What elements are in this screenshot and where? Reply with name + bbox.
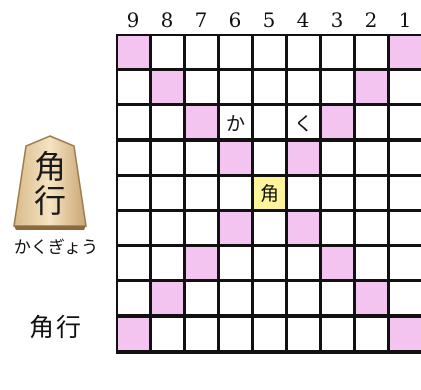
board-square bbox=[356, 212, 387, 244]
board-square bbox=[254, 71, 285, 104]
board-square bbox=[254, 36, 285, 68]
board-square bbox=[288, 282, 319, 315]
board-square bbox=[390, 176, 421, 209]
board-square bbox=[186, 282, 217, 315]
board-square bbox=[356, 36, 387, 68]
kakugyo-piece-icon: 角 行 bbox=[13, 135, 87, 230]
board-square bbox=[186, 141, 217, 174]
board-square bbox=[152, 36, 183, 68]
board-square bbox=[186, 176, 217, 209]
board-square bbox=[152, 317, 183, 350]
board-square bbox=[118, 247, 149, 280]
board-square bbox=[220, 247, 251, 280]
board-square bbox=[288, 71, 319, 104]
piece-name: 角行 bbox=[28, 313, 83, 342]
board-square bbox=[254, 141, 285, 174]
board-square bbox=[254, 106, 285, 139]
move-square bbox=[390, 317, 421, 350]
board-square bbox=[390, 141, 421, 174]
piece-glyph-top: 角 bbox=[34, 148, 66, 186]
column-label: 3 bbox=[330, 8, 344, 32]
board-square bbox=[322, 141, 353, 174]
board-square bbox=[390, 247, 421, 280]
move-square bbox=[356, 71, 387, 104]
move-square bbox=[322, 106, 353, 139]
kana-square: く bbox=[288, 106, 319, 139]
board-square bbox=[220, 317, 251, 350]
board-square bbox=[390, 106, 421, 139]
board-square bbox=[220, 282, 251, 315]
board-square bbox=[186, 317, 217, 350]
board-square bbox=[288, 176, 319, 209]
board-square bbox=[356, 247, 387, 280]
board-square bbox=[390, 212, 421, 244]
board-square bbox=[322, 317, 353, 350]
move-square bbox=[288, 212, 319, 244]
board-square bbox=[220, 176, 251, 209]
board-square bbox=[254, 317, 285, 350]
board-square bbox=[254, 247, 285, 280]
board-square bbox=[322, 36, 353, 68]
shogi-board: か く角 bbox=[116, 34, 421, 354]
board-square bbox=[356, 106, 387, 139]
move-square bbox=[118, 36, 149, 68]
board-square bbox=[254, 212, 285, 244]
piece-square: 角 bbox=[254, 176, 285, 209]
board-square bbox=[186, 71, 217, 104]
move-square bbox=[118, 317, 149, 350]
board-square bbox=[288, 247, 319, 280]
move-square bbox=[152, 282, 183, 315]
board-square bbox=[118, 176, 149, 209]
move-square bbox=[322, 247, 353, 280]
board-square bbox=[118, 71, 149, 104]
board-square bbox=[322, 282, 353, 315]
board-square bbox=[152, 176, 183, 209]
board-square bbox=[254, 282, 285, 315]
column-label: 7 bbox=[194, 8, 208, 32]
board-square bbox=[118, 282, 149, 315]
board-square bbox=[322, 212, 353, 244]
board-square bbox=[390, 282, 421, 315]
piece-reading: かくぎょう bbox=[13, 238, 99, 258]
board-square bbox=[118, 212, 149, 244]
move-square bbox=[152, 71, 183, 104]
board-square bbox=[220, 71, 251, 104]
board-square bbox=[390, 71, 421, 104]
move-square bbox=[186, 247, 217, 280]
board-square bbox=[356, 176, 387, 209]
column-label: 6 bbox=[228, 8, 242, 32]
board-square bbox=[288, 36, 319, 68]
board-square bbox=[152, 212, 183, 244]
move-square bbox=[288, 141, 319, 174]
board-square bbox=[356, 141, 387, 174]
board-square bbox=[186, 36, 217, 68]
board-square bbox=[220, 36, 251, 68]
column-label: 1 bbox=[398, 8, 412, 32]
move-square bbox=[356, 282, 387, 315]
board-square bbox=[152, 247, 183, 280]
move-square bbox=[186, 106, 217, 139]
column-label: 9 bbox=[126, 8, 140, 32]
board-square bbox=[322, 176, 353, 209]
board-square bbox=[152, 106, 183, 139]
board-square bbox=[356, 317, 387, 350]
kana-square: か bbox=[220, 106, 251, 139]
board-square bbox=[186, 212, 217, 244]
board-square bbox=[118, 106, 149, 139]
move-square bbox=[390, 36, 421, 68]
column-label: 2 bbox=[364, 8, 378, 32]
column-label: 4 bbox=[296, 8, 310, 32]
move-square bbox=[220, 141, 251, 174]
board-square bbox=[322, 71, 353, 104]
column-label: 5 bbox=[262, 8, 276, 32]
board-square bbox=[152, 141, 183, 174]
board-square bbox=[288, 317, 319, 350]
column-label: 8 bbox=[160, 8, 174, 32]
piece-glyph-bottom: 行 bbox=[34, 182, 66, 220]
board-square bbox=[118, 141, 149, 174]
move-square bbox=[220, 212, 251, 244]
